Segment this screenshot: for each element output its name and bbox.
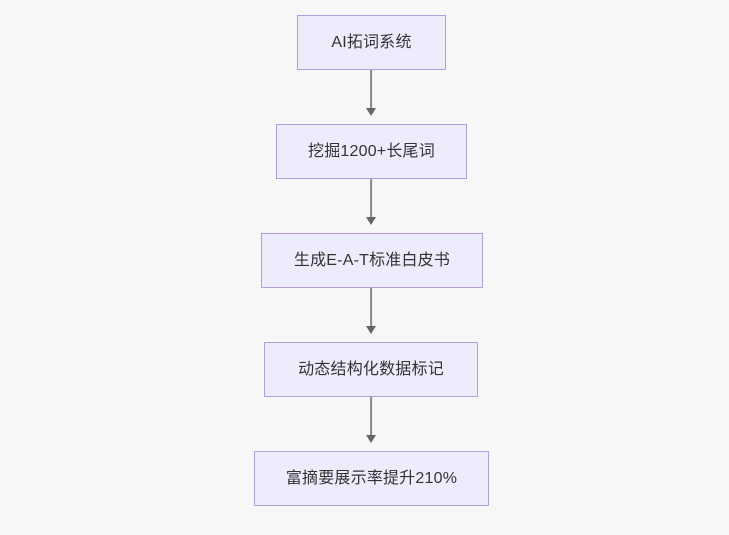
arrow-head-icon — [366, 217, 376, 225]
arrow-head-icon — [366, 108, 376, 116]
flow-node-label: 动态结构化数据标记 — [298, 360, 444, 378]
arrow-head-icon — [366, 435, 376, 443]
edge-line — [370, 288, 372, 327]
arrow-head-icon — [366, 326, 376, 334]
flow-node-mine-longtail-keywords[interactable]: 挖掘1200+长尾词 — [276, 124, 467, 179]
flow-node-label: 挖掘1200+长尾词 — [308, 142, 435, 160]
flow-node-rich-snippet-impression-uplift[interactable]: 富摘要展示率提升210% — [254, 451, 489, 506]
edge-line — [370, 70, 372, 109]
flow-node-label: 富摘要展示率提升210% — [285, 469, 458, 487]
flow-node-generate-eat-whitepaper[interactable]: 生成E-A-T标准白皮书 — [261, 233, 483, 288]
flow-node-dynamic-structured-data-markup[interactable]: 动态结构化数据标记 — [264, 342, 478, 397]
edge-line — [370, 397, 372, 436]
flow-node-label: AI拓词系统 — [331, 33, 412, 51]
flow-node-ai-keyword-system[interactable]: AI拓词系统 — [297, 15, 446, 70]
edge-line — [370, 179, 372, 218]
flow-node-label: 生成E-A-T标准白皮书 — [293, 251, 451, 269]
